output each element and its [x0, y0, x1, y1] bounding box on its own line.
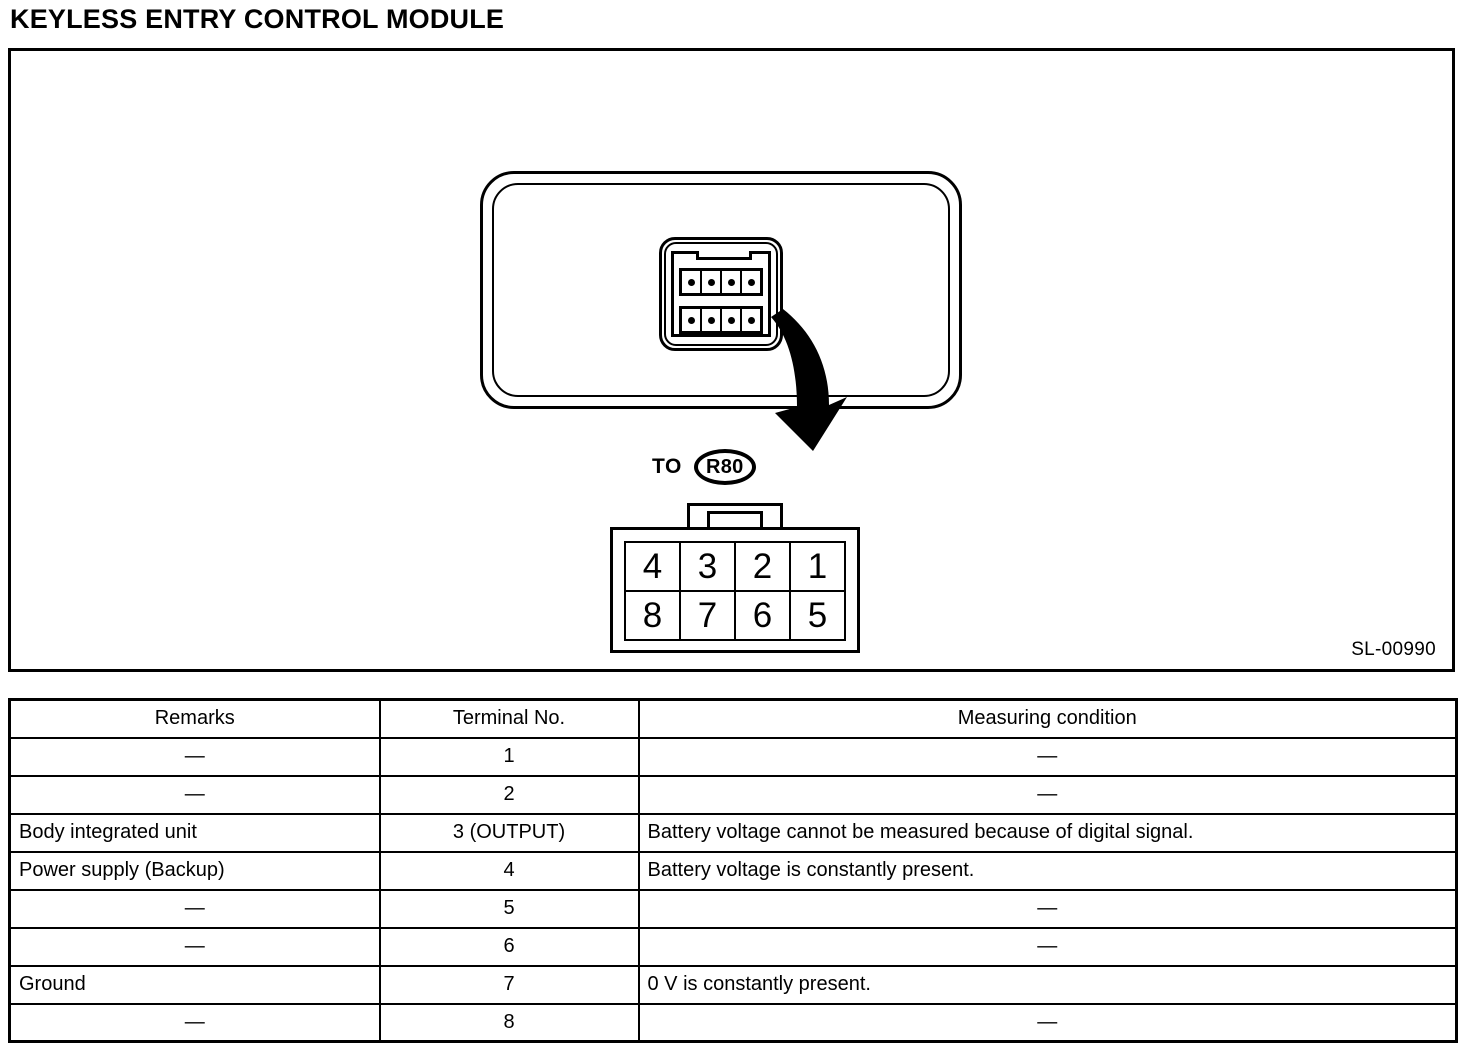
reference-code-badge: R80	[693, 449, 756, 485]
terminal-measurement-table: Remarks Terminal No. Measuring condition…	[8, 698, 1458, 1043]
pinout-frame: 4 3 2 1 8 7 6 5	[610, 527, 860, 653]
connector-cavity	[702, 309, 722, 331]
pin-dot-icon	[727, 316, 735, 324]
pin-dot-icon	[727, 278, 735, 286]
pin-cell: 5	[807, 596, 828, 635]
column-header-measuring-condition: Measuring condition	[637, 698, 1458, 739]
pin-dot-icon	[707, 278, 715, 286]
control-module-body-inner-outline	[492, 183, 950, 397]
cell-remarks: Body integrated unit	[8, 812, 381, 853]
cell-remarks: —	[8, 888, 381, 929]
pin-cell: 4	[626, 543, 681, 590]
connector-cavity	[722, 271, 742, 293]
cell-measuring-condition: —	[637, 774, 1458, 815]
pin-cell: 3	[681, 543, 736, 590]
cell-measuring-condition: —	[637, 736, 1458, 777]
table-header-row: Remarks Terminal No. Measuring condition	[8, 698, 1458, 739]
connector-cavity-row-top	[679, 268, 763, 296]
cell-remarks: —	[8, 1002, 381, 1043]
cell-remarks: Ground	[8, 964, 381, 1005]
to-label-text: TO	[652, 455, 682, 478]
curved-arrow-icon	[771, 309, 847, 451]
cell-terminal-no: 1	[378, 736, 640, 777]
pin-cell: 1	[807, 547, 828, 586]
cell-remarks: —	[8, 736, 381, 777]
connector-cavity	[742, 271, 760, 293]
cell-remarks: —	[8, 774, 381, 815]
connector-reference-label: TO R80	[652, 447, 756, 487]
module-connector-8pin	[659, 237, 783, 351]
cell-terminal-no: 5	[378, 888, 640, 929]
pinout-grid: 4 3 2 1 8 7 6 5	[624, 541, 846, 641]
figure-panel: TO R80 4 3 2 1 8 7 6 5 SL-0	[8, 48, 1455, 672]
connector-cavity-row-bottom	[679, 306, 763, 334]
connector-cavity	[682, 271, 702, 293]
page-title: KEYLESS ENTRY CONTROL MODULE	[10, 4, 505, 34]
pin-dot-icon	[687, 278, 695, 286]
cell-remarks: Power supply (Backup)	[8, 850, 381, 891]
table-row: —2—	[8, 774, 1458, 815]
pinout-row-top: 4 3 2 1	[626, 543, 844, 592]
pin-cell: 6	[736, 592, 791, 639]
cell-terminal-no: 7	[378, 964, 640, 1005]
figure-reference-code: SL-00990	[1351, 639, 1436, 660]
pin-cell: 2	[736, 543, 791, 590]
pin-dot-icon	[707, 316, 715, 324]
cell-terminal-no: 8	[378, 1002, 640, 1043]
cell-terminal-no: 6	[378, 926, 640, 967]
connector-latch-notch	[696, 251, 752, 260]
cell-terminal-no: 3 (OUTPUT)	[378, 812, 640, 853]
pin-cell: 7	[681, 592, 736, 639]
connector-housing	[671, 251, 771, 337]
cell-remarks: —	[8, 926, 381, 967]
table-row: —8—	[8, 1002, 1458, 1043]
table-row: —5—	[8, 888, 1458, 929]
cell-measuring-condition: Battery voltage cannot be measured becau…	[637, 812, 1458, 853]
pinout-row-bottom: 8 7 6 5	[626, 592, 844, 639]
table-row: —1—	[8, 736, 1458, 777]
pin-dot-icon	[687, 316, 695, 324]
cell-measuring-condition: Battery voltage is constantly present.	[637, 850, 1458, 891]
connector-cavity	[722, 309, 742, 331]
connector-shell-outer	[659, 237, 783, 351]
connector-pinout-diagram: 4 3 2 1 8 7 6 5	[610, 503, 860, 653]
cell-measuring-condition: —	[637, 888, 1458, 929]
cell-measuring-condition: —	[637, 926, 1458, 967]
table-row: —6—	[8, 926, 1458, 967]
cell-terminal-no: 2	[378, 774, 640, 815]
cell-measuring-condition: —	[637, 1002, 1458, 1043]
connector-cavity	[702, 271, 722, 293]
connector-cavity	[682, 309, 702, 331]
cell-measuring-condition: 0 V is constantly present.	[637, 964, 1458, 1005]
connector-cavity	[742, 309, 760, 331]
control-module-body	[480, 171, 962, 409]
pin-dot-icon	[747, 278, 755, 286]
pin-cell: 8	[626, 592, 681, 639]
pin-dot-icon	[747, 316, 755, 324]
column-header-remarks: Remarks	[8, 698, 381, 739]
connector-shell-inner	[664, 242, 778, 346]
cell-terminal-no: 4	[378, 850, 640, 891]
column-header-terminal-no: Terminal No.	[378, 698, 640, 739]
